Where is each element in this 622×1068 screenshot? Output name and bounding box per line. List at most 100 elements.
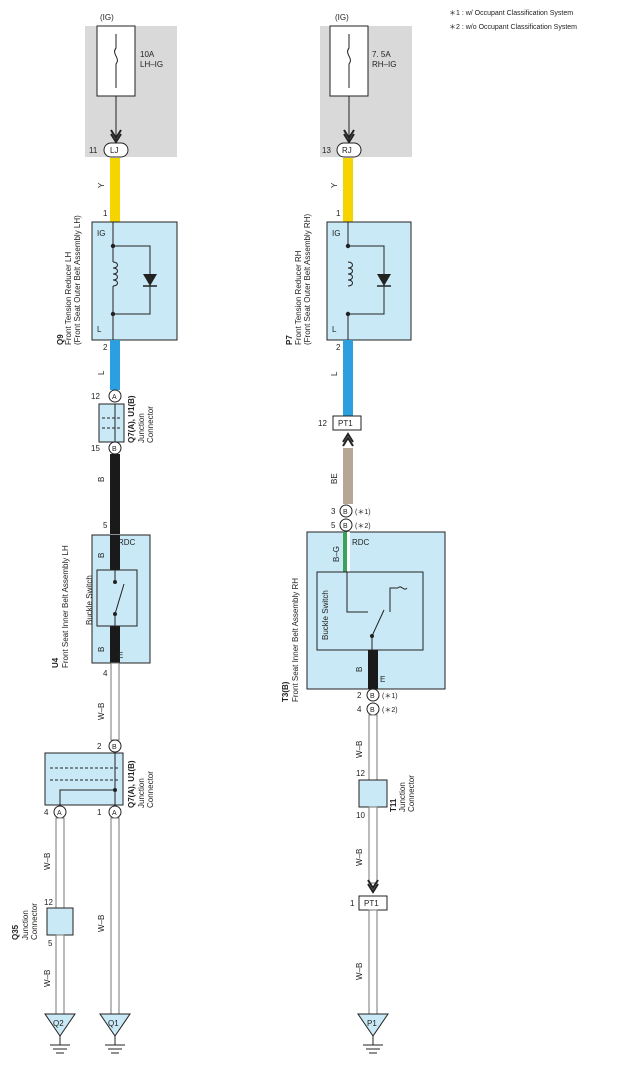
left-pin-5: 5 <box>103 521 108 530</box>
left-jc2-letter-top: B <box>112 744 117 751</box>
left-wire-y-label: Y <box>97 182 106 188</box>
t11-code: T11 <box>389 798 398 812</box>
left-chevron-2 <box>110 133 122 144</box>
left-diode-icon <box>143 274 157 286</box>
t11-sub: Connector <box>407 775 416 812</box>
right-wire-green <box>343 532 347 572</box>
left-jc2-name: Junction <box>137 778 146 808</box>
left-term-e: E <box>118 651 123 660</box>
right-pt1b-pin: 1 <box>350 899 355 908</box>
left-jc1-pin-top: 12 <box>91 392 100 401</box>
left-buckle-switch-label: Buckle Switch <box>85 575 94 625</box>
left-jc2-pin-r: 1 <box>97 808 102 817</box>
left-switch-icon <box>114 583 125 615</box>
left-wire-wb2-label: W–B <box>43 853 52 870</box>
right-diode-icon <box>377 274 391 286</box>
right-letter-2b: B <box>370 693 375 700</box>
right-pin3-circle <box>339 504 353 518</box>
right-pt1-pin: 12 <box>318 419 327 428</box>
left-tension-code: Q9 <box>56 334 65 345</box>
right-chevron-2 <box>343 133 355 144</box>
right-rj-connector <box>336 142 362 158</box>
left-wire-wb-q35-top <box>55 817 65 909</box>
ground-p1-label: P1 <box>367 1019 377 1028</box>
note-2: ＊2 : w/o Occupant Classification System <box>449 24 577 31</box>
left-jc1-pin-bot: 15 <box>91 444 100 453</box>
right-pt1b-label: PT1 <box>364 899 379 908</box>
left-term-ig: IG <box>97 229 105 238</box>
q35-pin-top: 12 <box>44 898 53 907</box>
right-pt1-connector <box>332 415 362 431</box>
right-pin-1: 1 <box>336 209 341 218</box>
left-jc2-letter-r: A <box>112 810 117 817</box>
right-mark-2b: (＊1) <box>382 693 398 700</box>
left-lj-connector <box>103 142 129 158</box>
right-tension-code: P7 <box>285 335 294 345</box>
left-wire-wb-q1 <box>110 817 120 1015</box>
left-tension-name: Front Tension Reducer LH <box>64 252 73 345</box>
right-pin5-circle <box>339 518 353 532</box>
right-power-label: (IG) <box>335 13 349 22</box>
left-jc1-top-circle <box>108 389 122 403</box>
right-wire-y-label: Y <box>330 182 339 188</box>
left-wire-b2-label: B <box>97 553 106 558</box>
right-pin-2b: 2 <box>357 691 362 700</box>
t11-name: Junction <box>398 782 407 812</box>
right-mark-4b: (＊2) <box>382 707 398 714</box>
right-rj-pin: 13 <box>322 146 331 155</box>
right-letter-4b: B <box>370 707 375 714</box>
right-chevron-up-1 <box>342 432 354 443</box>
note-1: ＊1 : w/ Occupant Classification System <box>449 10 573 17</box>
right-buckle-name: Front Seat Inner Belt Assembly RH <box>291 578 300 702</box>
right-wave-icon <box>397 586 408 590</box>
right-wire-black <box>368 650 378 689</box>
left-jc2-sub: Connector <box>146 771 155 808</box>
right-tension-reducer <box>326 221 412 341</box>
left-jc1-code: Q7(A), U1(B) <box>127 395 136 443</box>
left-wire-l-label: L <box>97 370 106 375</box>
q35-connector <box>46 907 74 936</box>
right-chevron-down-2 <box>367 883 379 894</box>
left-coil-icon <box>112 261 118 287</box>
left-wire-wb3-label: W–B <box>97 915 106 932</box>
left-wire-wb4-label: W–B <box>43 970 52 987</box>
left-jc2-pin-top: 2 <box>97 742 102 751</box>
right-switch-icon <box>371 609 385 637</box>
left-wire-wb1-label: W–B <box>97 703 106 720</box>
right-wire-wb-2 <box>368 806 378 884</box>
left-wire-wb-q2 <box>55 934 65 1015</box>
left-jc2-box <box>44 752 124 806</box>
left-jc2-letter-l: A <box>57 810 62 817</box>
right-fuse-name: RH–IG <box>372 60 396 69</box>
right-wire-yellow <box>343 158 353 222</box>
right-pin-3: 3 <box>331 507 336 516</box>
right-chevron-1 <box>343 129 355 140</box>
left-jc1-letter-top: A <box>112 394 117 401</box>
right-wire-wb1-label: W–B <box>355 741 364 758</box>
right-pin-4b: 4 <box>357 705 362 714</box>
right-buckle-switch <box>316 571 424 651</box>
left-wire-blue <box>110 340 120 390</box>
left-pin-2: 2 <box>103 343 108 352</box>
left-buckle-code: U4 <box>51 657 60 668</box>
left-jc1-name: Junction <box>137 413 146 443</box>
left-buckle-name: Front Seat Inner Belt Assembly LH <box>61 545 70 668</box>
ground-q1-icon <box>99 1013 131 1037</box>
right-mark-3: (＊1) <box>355 509 371 516</box>
right-wire-l-label: L <box>330 371 339 376</box>
right-term-rdc: RDC <box>352 538 370 547</box>
right-wire-wb3-label: W–B <box>355 963 364 980</box>
left-pin-1: 1 <box>103 209 108 218</box>
left-tension-reducer <box>91 221 178 341</box>
ground-q1-label: Q1 <box>108 1019 119 1028</box>
right-wire-wb2-label: W–B <box>355 849 364 866</box>
right-pt1-label: PT1 <box>338 419 353 428</box>
right-fuse-symbol <box>347 34 351 88</box>
left-jc2-top-circle <box>108 739 122 753</box>
left-wire-b3-label: B <box>97 647 106 652</box>
right-pin-2: 2 <box>336 343 341 352</box>
left-wire-b1-label: B <box>97 477 106 482</box>
right-wire-wb-3 <box>368 909 378 1015</box>
right-letter-3: B <box>343 509 348 516</box>
